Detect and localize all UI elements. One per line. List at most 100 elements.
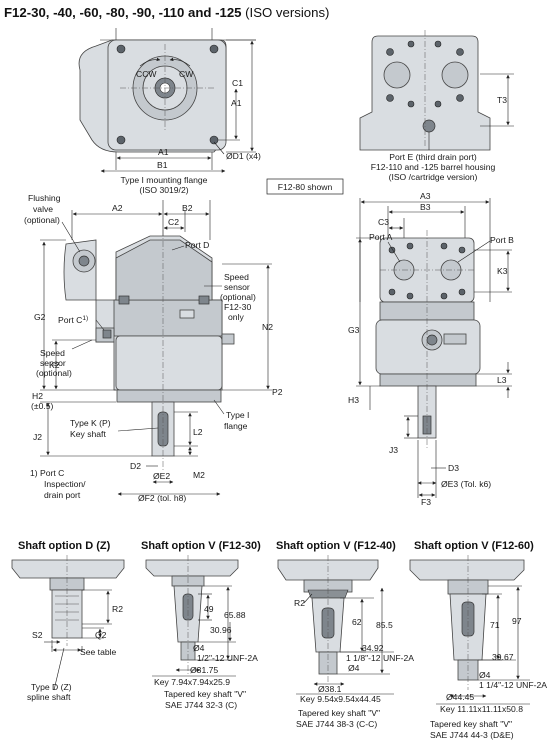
rear-caption-line-1: Port E (third drain port) <box>389 152 477 162</box>
shaft-option-v-f12-60: Shaft option V (F12-60) 71 97 39.67 Ø4 1… <box>409 540 547 740</box>
v60-key: Key 11.11x11.11x50.8 <box>440 704 523 714</box>
dim-d2: D2 <box>130 461 141 471</box>
port-c-label: Port C1) <box>58 315 88 325</box>
dim-c2: C2 <box>168 217 179 227</box>
side-view: A2 B2 C2 Flushing valve (optional) Port … <box>24 193 283 503</box>
speed-sensor-left-1: Speed <box>40 348 65 358</box>
dim-g2: G2 <box>34 312 46 322</box>
v40-key: Key 9.54x9.54x44.45 <box>300 694 381 704</box>
flushing-label-3: (optional) <box>24 215 60 225</box>
dim-d3: D3 <box>448 463 459 473</box>
v40-caption-2: SAE J744 38-3 (C-C) <box>296 719 377 729</box>
v40-dim-38-1: Ø38.1 <box>318 684 342 694</box>
dim-b3: B3 <box>420 202 431 212</box>
v60-caption-2: SAE J744 44-3 (D&E) <box>430 730 514 740</box>
rear-caption-line-2: F12-110 and -125 barrel housing <box>371 162 496 172</box>
v60-dim-d4: Ø4 <box>479 670 491 680</box>
dim-e2: ØE2 <box>153 471 170 481</box>
dim-d1: ØD1 (x4) <box>226 151 261 161</box>
footnote-2: Inspection/ <box>44 479 86 489</box>
shaft-d-heading: Shaft option D (Z) <box>18 540 111 552</box>
shaft-option-v-f12-40: Shaft option V (F12-40) R2 62 85.5 34.92… <box>276 540 414 729</box>
flushing-label-2: valve <box>33 204 53 214</box>
dim-f2: ØF2 (tol. h8) <box>138 493 186 503</box>
v30-dim-31-75: Ø31.75 <box>190 665 218 675</box>
shaft-v60-heading: Shaft option V (F12-60) <box>414 540 534 552</box>
v40-dim-85-5: 85.5 <box>376 620 393 630</box>
dim-l3: L3 <box>497 375 507 385</box>
v30-dim-d4: Ø4 <box>193 643 205 653</box>
speed-sensor-top-3: (optional) <box>220 292 256 302</box>
shaft-d-s2: S2 <box>32 630 43 640</box>
footnote-1: 1) Port C <box>30 468 64 478</box>
port-d-label: Port D <box>185 240 209 250</box>
dim-b2: B2 <box>182 203 193 213</box>
port-a-label: Port A <box>369 232 393 242</box>
dim-h3: H3 <box>348 395 359 405</box>
v30-dim-49: 49 <box>204 604 214 614</box>
port-b-label: Port B <box>490 235 514 245</box>
v60-thread: 1 1/4"-12 UNF-2A <box>479 680 547 690</box>
v40-dim-d4: Ø4 <box>348 663 360 673</box>
dim-a3: A3 <box>420 191 431 201</box>
shaft-d-r2: R2 <box>112 604 123 614</box>
v40-dim-62: 62 <box>352 617 362 627</box>
shaft-d-q2: Q2 <box>95 630 107 640</box>
flushing-label-1: Flushing <box>28 193 61 203</box>
dim-g3: G3 <box>348 325 360 335</box>
v30-key: Key 7.94x7.94x25.9 <box>154 677 230 687</box>
shaft-v30-heading: Shaft option V (F12-30) <box>141 540 261 552</box>
shaft-d-caption-1: Type D (Z) <box>31 682 72 692</box>
v40-caption-1: Tapered key shaft "V" <box>298 708 380 718</box>
dim-p2: P2 <box>272 387 283 397</box>
dim-n2: N2 <box>262 322 273 332</box>
dim-j2: J2 <box>33 432 42 442</box>
dim-a2: A2 <box>112 203 123 213</box>
v30-dim-30-96: 30.96 <box>210 625 232 635</box>
v30-thread: 1/2"-12 UNF-2A <box>197 653 258 663</box>
type-i-label: Type I <box>226 410 249 420</box>
dim-h2-tol: (±0.5) <box>31 401 54 411</box>
dim-t3: T3 <box>497 95 507 105</box>
shaft-d-caption-2: spline shaft <box>27 692 71 702</box>
shaft-option-v-f12-30: Shaft option V (F12-30) 49 65.88 30.96 Ø… <box>141 540 261 710</box>
footnote-3: drain port <box>44 490 81 500</box>
shaft-v40-heading: Shaft option V (F12-40) <box>276 540 396 552</box>
shown-box-label: F12-80 shown <box>278 182 333 192</box>
dim-h2: H2 <box>32 391 43 401</box>
speed-sensor-top-1: Speed <box>224 272 249 282</box>
dim-a1-vertical: A1 <box>231 98 242 108</box>
speed-sensor-top-2: sensor <box>224 282 250 292</box>
front-view: CCW CW C1 A1 A1 B1 ØD1 (x4) Type I mount… <box>78 28 261 195</box>
page-title: F12-30, -40, -60, -80, -90, -110 and -12… <box>4 5 329 20</box>
dim-e3: ØE3 (Tol. k6) <box>441 479 491 489</box>
dim-l2: L2 <box>193 427 203 437</box>
v60-dim-97: 97 <box>512 616 522 626</box>
shaft-option-d: Shaft option D (Z) R2 Q2 S2 See table Ty… <box>11 540 125 702</box>
v30-caption-1: Tapered key shaft "V" <box>164 689 246 699</box>
shown-box <box>266 178 344 195</box>
v40-r2: R2 <box>294 598 305 608</box>
dim-a1-horizontal: A1 <box>158 147 169 157</box>
dim-m2: M2 <box>193 470 205 480</box>
dim-c3: C3 <box>378 217 389 227</box>
v60-dim-71: 71 <box>490 620 500 630</box>
f12-30-label: F12-30 <box>224 302 251 312</box>
v40-thread: 1 1/8"-12 UNF-2A <box>346 653 414 663</box>
dim-k3: K3 <box>497 266 508 276</box>
ccw-label: CCW <box>136 69 157 79</box>
v30-dim-65-88: 65.88 <box>224 610 246 620</box>
only-label: only <box>228 312 244 322</box>
v60-dim-39-67: 39.67 <box>492 652 514 662</box>
v40-dim-34-92: 34.92 <box>362 643 384 653</box>
v30-caption-2: SAE J744 32-3 (C) <box>165 700 237 710</box>
dim-b1: B1 <box>157 160 168 170</box>
v60-dim-44-45: Ø44.45 <box>446 692 474 702</box>
dim-j3: J3 <box>389 445 398 455</box>
front-caption-line-2: (ISO 3019/2) <box>139 185 188 195</box>
rear-caption-line-3: (ISO /cartridge version) <box>389 172 478 182</box>
dim-c1: C1 <box>232 78 243 88</box>
speed-sensor-left-3: (optional) <box>36 368 72 378</box>
type-k-label: Type K (P) <box>70 418 111 428</box>
rear-view: T3 Port E (third drain port) F12-110 and… <box>359 30 514 182</box>
